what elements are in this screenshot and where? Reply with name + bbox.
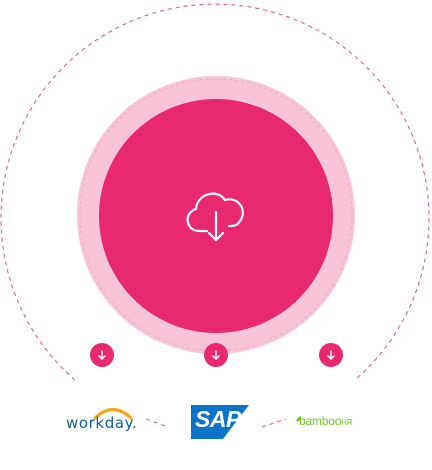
connector-line-bamboohr (261, 418, 287, 428)
bamboohr-logo-text: bambooHR (299, 415, 353, 427)
connector-pin-sap[interactable] (204, 343, 228, 367)
outer-orbit-arc (0, 3, 430, 381)
bamboohr-logo-name: bamboo (299, 414, 342, 428)
bamboohr-logo-suffix: HR (341, 418, 353, 427)
bamboohr-logo[interactable]: bambooHR (296, 414, 372, 430)
connector-pin-workday[interactable] (90, 343, 114, 367)
sap-badge-icon (191, 405, 249, 439)
connector-line-workday (145, 418, 169, 428)
workday-logo-text: workday. (66, 414, 138, 432)
arrow-down-icon (319, 343, 343, 367)
sap-registered-mark: ® (233, 430, 238, 436)
arrow-down-icon (90, 343, 114, 367)
connector-pin-bamboohr[interactable] (319, 343, 343, 367)
bamboo-leaf-icon (296, 416, 302, 422)
sap-logo[interactable]: SAP ® (191, 405, 249, 439)
workday-logo[interactable]: workday. (66, 402, 138, 438)
cloud-download-icon[interactable] (186, 192, 244, 242)
workday-arc-icon (93, 407, 133, 420)
sap-logo-text: SAP (195, 406, 241, 432)
arrow-down-icon (204, 343, 228, 367)
ring-dashed-edge (79, 78, 353, 352)
